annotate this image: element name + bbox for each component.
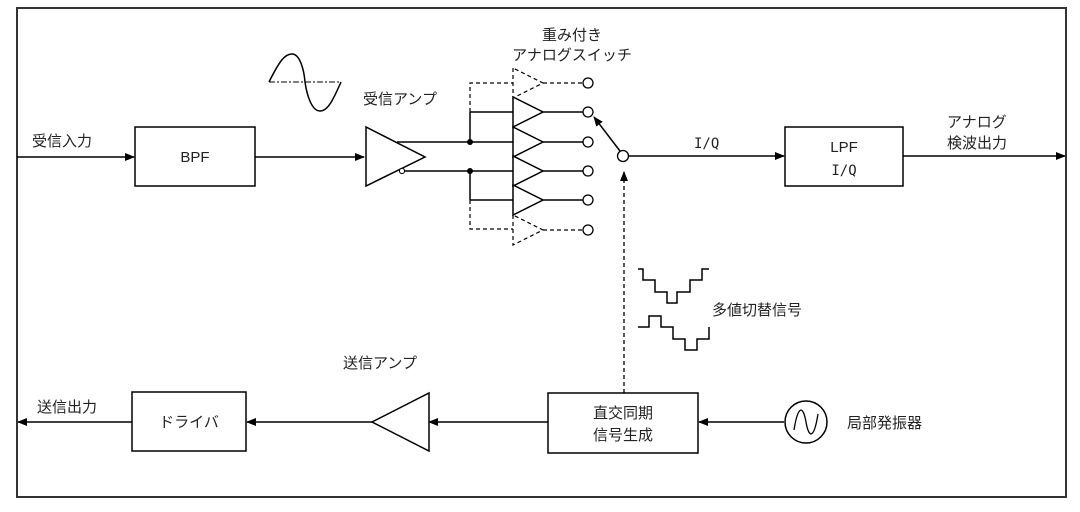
bpf-label: BPF [180, 149, 209, 166]
iq-label: I/Q [694, 136, 719, 152]
bpf-block [134, 126, 256, 187]
rx-input-label: 受信入力 [32, 132, 92, 150]
rx-amp-inverting-output-icon [398, 167, 406, 175]
local-oscillator-icon [784, 400, 828, 444]
sine-wave-icon [268, 53, 342, 112]
rx-amp-triangle [365, 125, 427, 188]
tx-output-label: 送信出力 [37, 398, 97, 416]
tx-amp-triangle [370, 391, 430, 453]
analog-out-label-line2: 検波出力 [947, 134, 1007, 152]
dashed-bus-top [469, 82, 513, 112]
tx-amp-label: 送信アンプ [343, 354, 417, 372]
switch-arm [593, 116, 621, 152]
switch-title-line1: 重み付き [542, 26, 602, 44]
dashed-bus-bottom [469, 200, 513, 230]
driver-block [131, 391, 247, 452]
local-oscillator-label: 局部発振器 [847, 414, 922, 432]
lpf-block [784, 126, 904, 187]
analog-out-label-line1: アナログ [947, 113, 1007, 131]
quad-sync-gen-block [547, 392, 699, 454]
switch-title-line2: アナログスイッチ [512, 46, 632, 64]
weighted-analog-switch [512, 67, 594, 246]
rx-amp-label: 受信アンプ [363, 90, 437, 108]
multi-value-signal-label: 多値切替信号 [712, 301, 802, 319]
lpf-label-line2: I/Q [831, 163, 856, 179]
switch-common-terminal [616, 149, 630, 163]
driver-label: ドライバ [159, 413, 219, 431]
quad-gen-label-line1: 直交同期 [593, 404, 653, 422]
quad-gen-label-line2: 信号生成 [593, 426, 653, 444]
multi-value-waveform-icon [638, 268, 710, 351]
lpf-label-line1: LPF [830, 139, 858, 156]
outer-frame [16, 7, 1067, 498]
